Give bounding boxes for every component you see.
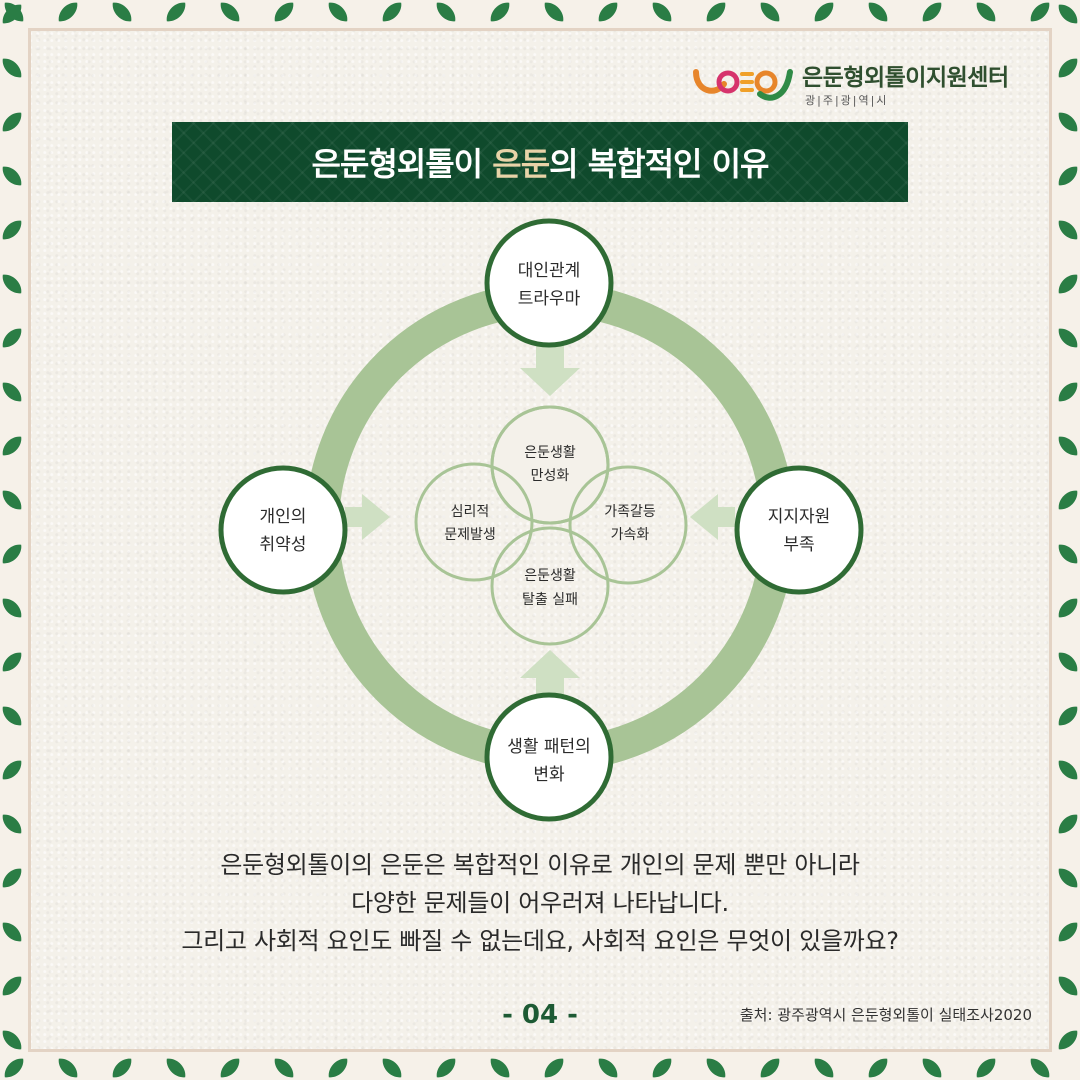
center-logo: 은둔형외톨이지원센터 광|주|광|역|시 (690, 56, 1040, 116)
page-title: 은둔형외톨이 은둔의 복합적인 이유 (311, 139, 769, 185)
outer-node-top (484, 218, 614, 348)
inner-left-line2: 문제발생 (444, 527, 496, 543)
inner-cluster (414, 405, 688, 646)
inner-node-bottom (490, 526, 610, 646)
arrow-down (520, 345, 580, 396)
inner-left-line1: 심리적 (451, 504, 490, 520)
outer-bottom-line1: 생활 패턴의 (507, 737, 591, 757)
description-line-2: 다양한 문제들이 어우러져 나타납니다. (351, 889, 729, 917)
inner-bottom-line1: 은둔생활 (524, 568, 576, 584)
arrow-left (690, 494, 735, 540)
outer-right-line2: 부족 (783, 535, 814, 555)
title-part2: 의 복합적인 이유 (549, 145, 769, 183)
outer-left-line2: 취약성 (260, 535, 307, 555)
title-banner: 은둔형외톨이 은둔의 복합적인 이유 (172, 122, 908, 202)
source-citation: 출처: 광주광역시 은둔형외톨이 실태조사2020 (739, 1006, 1032, 1024)
outer-top-line2: 트라우마 (518, 289, 581, 309)
outer-node-left (218, 465, 348, 595)
outer-right-line1: 지지자원 (768, 507, 831, 527)
logo-mark-icon (693, 69, 793, 101)
outer-bottom-line2: 변화 (533, 765, 565, 785)
inner-top-line1: 은둔생활 (524, 445, 576, 461)
description-line-3: 그리고 사회적 요인도 빠질 수 없는데요, 사회적 요인은 무엇이 있을까요? (181, 927, 899, 955)
center-city: 광|주|광|역|시 (805, 94, 889, 107)
page-number: - 04 - (502, 1000, 578, 1030)
description-line-1: 은둔형외톨이의 은둔은 복합적인 이유로 개인의 문제 뿐만 아니라 (220, 851, 860, 879)
inner-right-line2: 가속화 (611, 527, 650, 543)
arrow-right (345, 494, 390, 540)
outer-left-line1: 개인의 (260, 507, 307, 527)
inner-node-right (568, 465, 688, 585)
title-part1: 은둔형외톨이 (311, 145, 493, 183)
outer-node-bottom (484, 692, 614, 822)
inner-bottom-line2: 탈출 실패 (522, 592, 578, 608)
outer-top-line1: 대인관계 (518, 261, 581, 281)
inner-top-line2: 만성화 (531, 468, 570, 484)
inner-right-line1: 가족갈등 (604, 504, 656, 520)
description-text: 은둔형외톨이의 은둔은 복합적인 이유로 개인의 문제 뿐만 아니라 다양한 문… (40, 846, 1040, 960)
inner-node-left (414, 462, 534, 582)
arrow-up (520, 650, 580, 700)
title-highlight: 은둔 (492, 145, 550, 183)
outer-node-right (734, 465, 864, 595)
center-name: 은둔형외톨이지원센터 (802, 65, 1009, 91)
